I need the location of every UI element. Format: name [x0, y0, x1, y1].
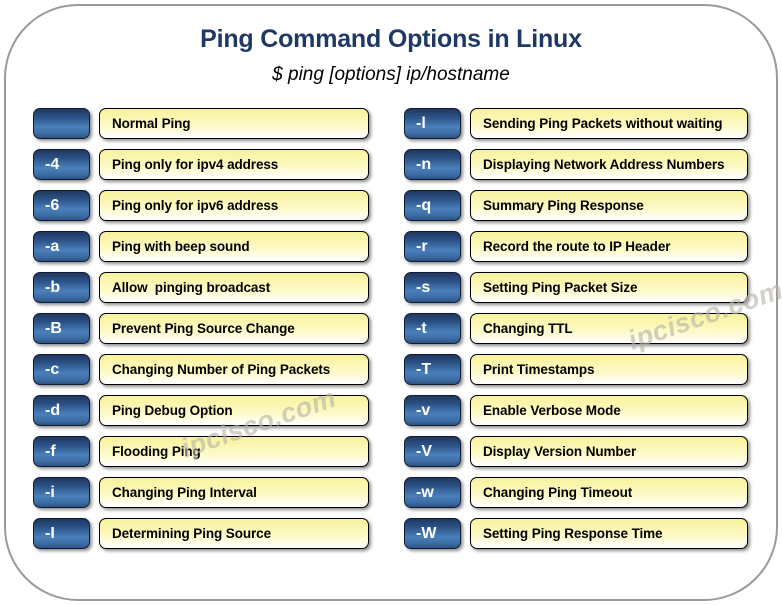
options-column-right: -l Sending Ping Packets without waiting -n…: [404, 108, 748, 559]
option-row: -4 Ping only for ipv4 address: [33, 149, 369, 180]
option-description-box: Ping only for ipv4 address: [99, 149, 369, 180]
option-row: -V Display Version Number: [404, 436, 748, 467]
option-row: -v Enable Verbose Mode: [404, 395, 748, 426]
option-description-box: Enable Verbose Mode: [470, 395, 748, 426]
option-row: -r Record the route to IP Header: [404, 231, 748, 262]
option-description-box: Flooding Ping: [99, 436, 369, 467]
option-flag-badge: -q: [404, 190, 461, 221]
option-description-box: Sending Ping Packets without waiting: [470, 108, 748, 139]
option-description-box: Ping only for ipv6 address: [99, 190, 369, 221]
option-flag-badge: -V: [404, 436, 461, 467]
page-title: Ping Command Options in Linux: [200, 25, 582, 53]
option-row: -f Flooding Ping: [33, 436, 369, 467]
option-flag-badge: -d: [33, 395, 90, 426]
option-flag-badge: -v: [404, 395, 461, 426]
option-flag-badge: -s: [404, 272, 461, 303]
option-flag-badge: -I: [33, 518, 90, 549]
option-flag-badge: -r: [404, 231, 461, 262]
option-description-box: Ping Debug Option: [99, 395, 369, 426]
option-description-box: Changing Ping Timeout: [470, 477, 748, 508]
option-flag-badge: -W: [404, 518, 461, 549]
option-flag-badge: -c: [33, 354, 90, 385]
option-row: -B Prevent Ping Source Change: [33, 313, 369, 344]
poster-header: Ping Command Options in Linux $ ping [op…: [0, 0, 782, 86]
option-flag-badge: -n: [404, 149, 461, 180]
option-flag-badge: -l: [404, 108, 461, 139]
option-row: -6 Ping only for ipv6 address: [33, 190, 369, 221]
option-description-box: Changing TTL: [470, 313, 748, 344]
option-row: -c Changing Number of Ping Packets: [33, 354, 369, 385]
option-flag-badge: -T: [404, 354, 461, 385]
option-flag-badge: -B: [33, 313, 90, 344]
option-row: -s Setting Ping Packet Size: [404, 272, 748, 303]
option-description-box: Record the route to IP Header: [470, 231, 748, 262]
option-description-box: Ping with beep sound: [99, 231, 369, 262]
option-flag-badge: -w: [404, 477, 461, 508]
option-description-box: Summary Ping Response: [470, 190, 748, 221]
option-description-box: Changing Ping Interval: [99, 477, 369, 508]
option-row: Normal Ping: [33, 108, 369, 139]
option-row: -i Changing Ping Interval: [33, 477, 369, 508]
option-row: -I Determining Ping Source: [33, 518, 369, 549]
option-description-box: Determining Ping Source: [99, 518, 369, 549]
option-flag-badge: -4: [33, 149, 90, 180]
option-row: -n Displaying Network Address Numbers: [404, 149, 748, 180]
option-description-box: Changing Number of Ping Packets: [99, 354, 369, 385]
option-description-box: Displaying Network Address Numbers: [470, 149, 748, 180]
option-description-box: Print Timestamps: [470, 354, 748, 385]
option-row: -q Summary Ping Response: [404, 190, 748, 221]
option-description-box: Display Version Number: [470, 436, 748, 467]
option-flag-badge: -b: [33, 272, 90, 303]
option-flag-badge: -t: [404, 313, 461, 344]
option-row: -w Changing Ping Timeout: [404, 477, 748, 508]
option-row: -W Setting Ping Response Time: [404, 518, 748, 549]
command-syntax-subtitle: $ ping [options] ip/hostname: [272, 64, 510, 85]
option-flag-badge: [33, 108, 90, 139]
option-row: -d Ping Debug Option: [33, 395, 369, 426]
option-row: -T Print Timestamps: [404, 354, 748, 385]
option-row: -t Changing TTL: [404, 313, 748, 344]
option-row: -a Ping with beep sound: [33, 231, 369, 262]
option-description-box: Allow pinging broadcast: [99, 272, 369, 303]
option-flag-badge: -i: [33, 477, 90, 508]
option-description-box: Setting Ping Packet Size: [470, 272, 748, 303]
option-row: -l Sending Ping Packets without waiting: [404, 108, 748, 139]
option-flag-badge: -a: [33, 231, 90, 262]
option-flag-badge: -f: [33, 436, 90, 467]
option-description-box: Prevent Ping Source Change: [99, 313, 369, 344]
option-row: -b Allow pinging broadcast: [33, 272, 369, 303]
option-flag-badge: -6: [33, 190, 90, 221]
option-description-box: Setting Ping Response Time: [470, 518, 748, 549]
option-description-box: Normal Ping: [99, 108, 369, 139]
